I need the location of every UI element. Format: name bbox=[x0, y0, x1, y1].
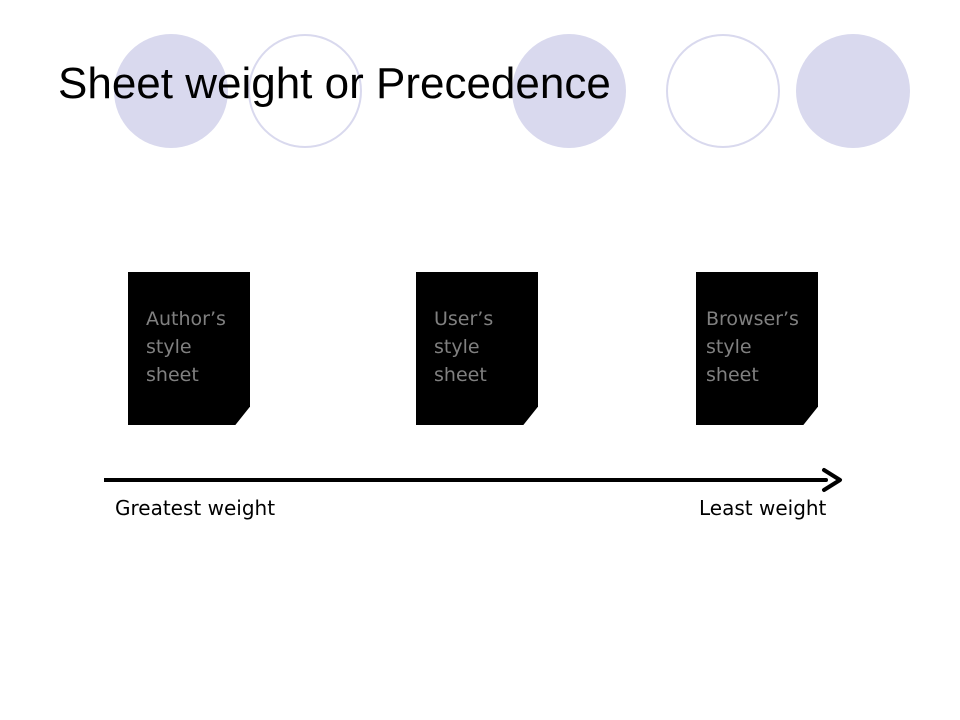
greatest-weight-label: Greatest weight bbox=[115, 496, 276, 520]
document-label: Author’s style sheet bbox=[146, 308, 226, 386]
least-weight-label: Least weight bbox=[699, 496, 827, 520]
browsers-style-sheet-document: Browser’s style sheet bbox=[696, 272, 818, 425]
arrow-head-icon bbox=[822, 468, 842, 492]
weight-axis-arrow bbox=[104, 468, 842, 492]
document-label: Browser’s style sheet bbox=[706, 308, 799, 386]
decorative-circle-outline bbox=[248, 34, 362, 148]
decorative-circle-filled bbox=[512, 34, 626, 148]
decorative-circle-outline bbox=[666, 34, 780, 148]
authors-style-sheet-document: Author’s style sheet bbox=[128, 272, 250, 425]
decorative-circle-filled bbox=[114, 34, 228, 148]
slide-title: Sheet weight or Precedence bbox=[58, 59, 611, 108]
decorative-circle-filled bbox=[796, 34, 910, 148]
users-style-sheet-document: User’s style sheet bbox=[416, 272, 538, 425]
document-label: User’s style sheet bbox=[434, 308, 494, 386]
